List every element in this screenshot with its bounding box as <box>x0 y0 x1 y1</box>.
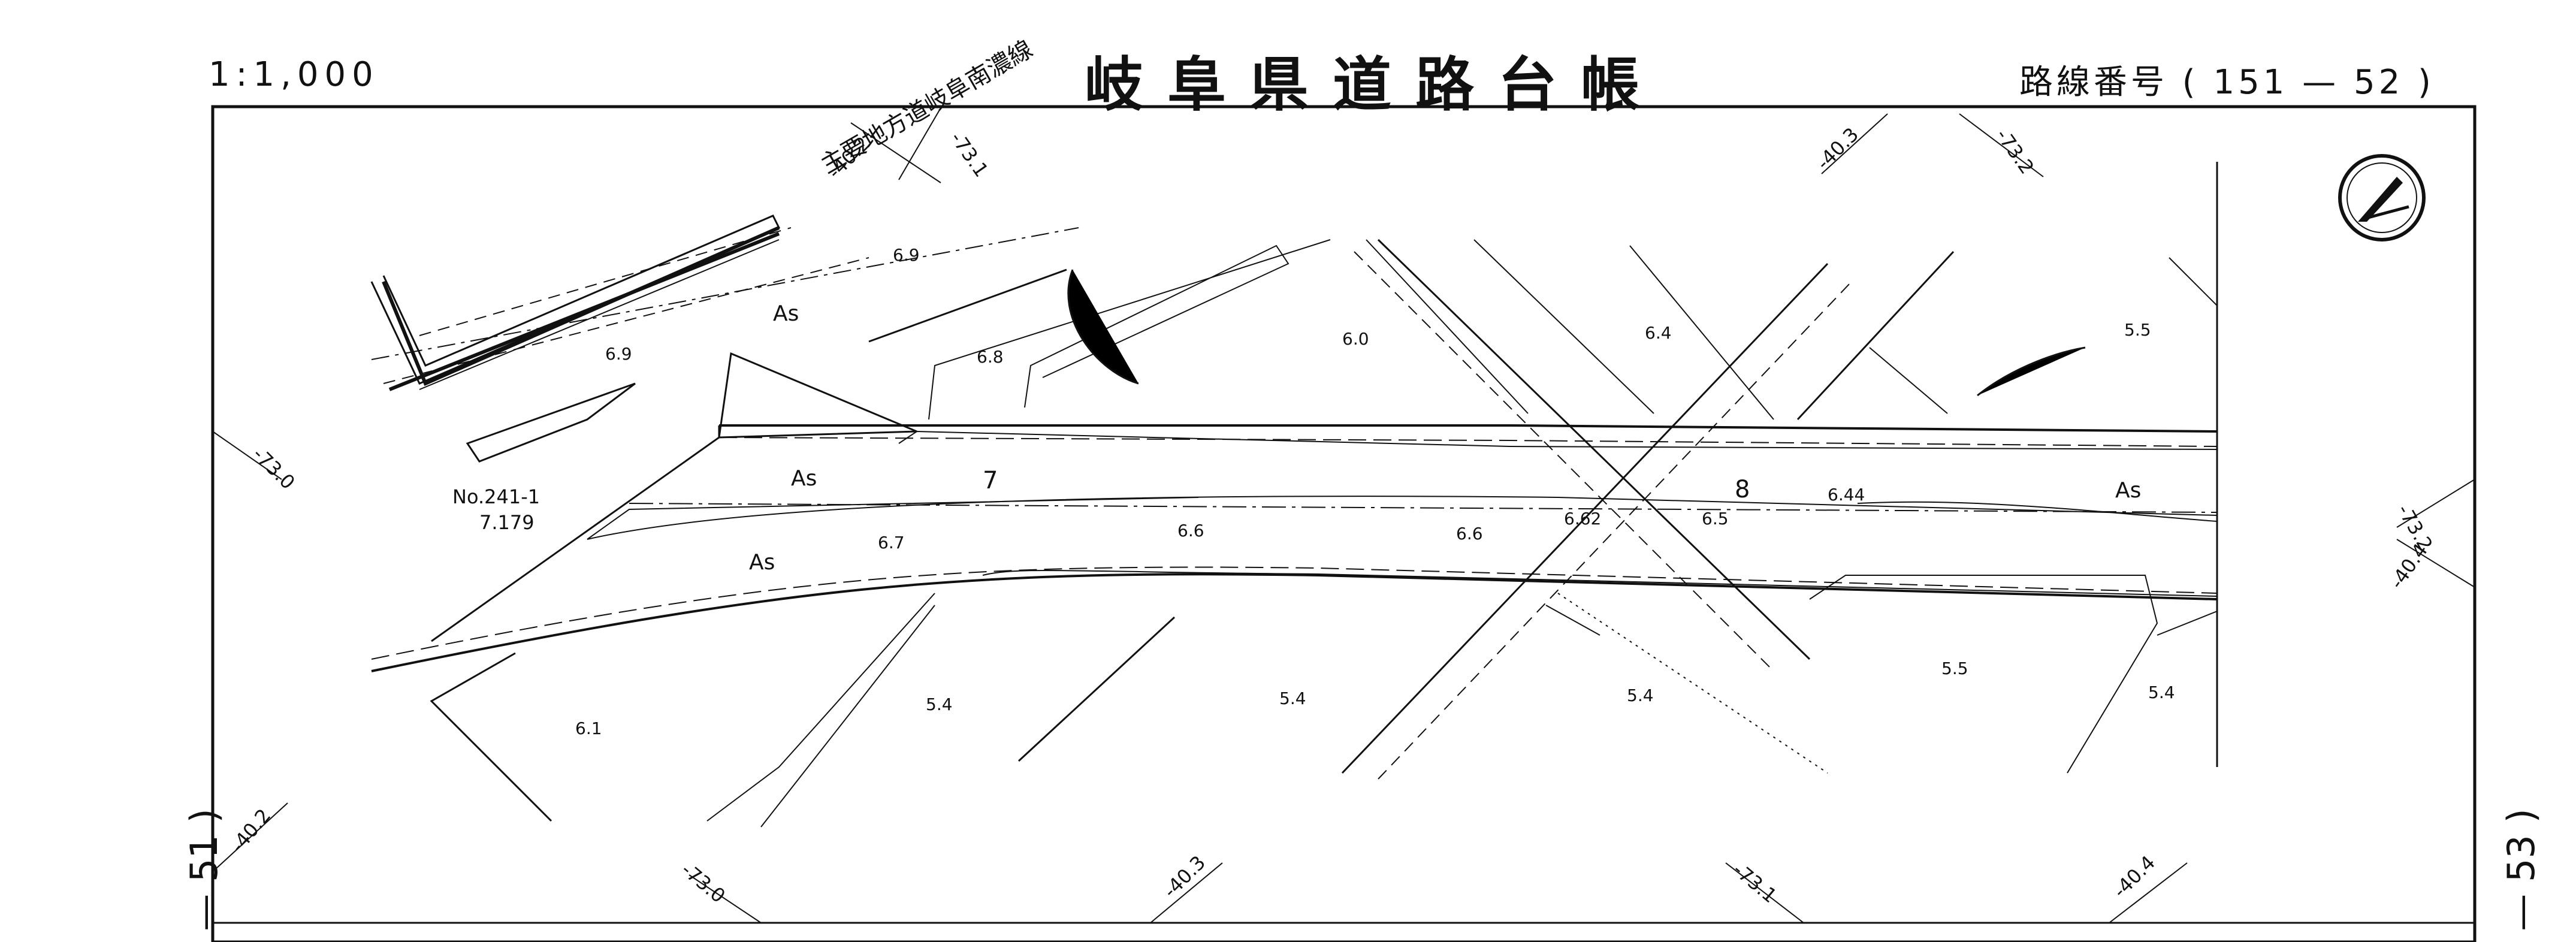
elevation-5: 6.4 <box>1645 323 1672 343</box>
surface-as-2: As <box>791 466 817 491</box>
north-arrow-icon <box>2338 154 2426 241</box>
grid-label-2: -73.1 <box>946 128 993 182</box>
surface-as-3: As <box>749 550 775 575</box>
elevation-12: 6.44 <box>1828 485 1865 505</box>
elevation-10: 6.62 <box>1564 509 1601 529</box>
map-scale: 1:1,000 <box>209 55 379 94</box>
elevation-17: 5.5 <box>1941 659 1968 678</box>
elevation-9: 6.6 <box>1456 524 1483 544</box>
elevation-13: 6.1 <box>575 718 602 738</box>
grid-label-5: -73.0 <box>248 443 299 494</box>
grid-label-3: -40.3 <box>1812 123 1863 174</box>
elevation-14: 5.4 <box>926 695 953 714</box>
grid-label-9: -73.0 <box>677 858 730 907</box>
surface-as-4: As <box>2115 478 2141 503</box>
slope-hatching <box>868 268 2086 762</box>
map-frame <box>211 105 2477 942</box>
elevation-18: 5.4 <box>2148 683 2175 702</box>
elevation-7: 6.7 <box>878 533 905 552</box>
map-labels: 主要地方道岐阜南濃線 7 8 As As As As No.241-1 7.17… <box>226 35 2437 908</box>
grid-label-4: -73.2 <box>1991 125 2039 179</box>
elevation-8: 6.6 <box>1177 521 1204 541</box>
map-linework <box>212 107 2475 923</box>
elevation-11: 6.5 <box>1702 509 1729 529</box>
grid-label-8: -40.2 <box>226 804 275 857</box>
elevation-3: 6.8 <box>977 347 1004 367</box>
station-7: 7 <box>983 467 998 494</box>
elevation-6: 5.5 <box>2124 320 2151 340</box>
elevation-16: 5.4 <box>1627 686 1654 705</box>
benchmark-label: No.241-1 <box>452 485 540 508</box>
surface-as-1: As <box>773 301 799 326</box>
route-number: 路線番号 ( 151 — 52 ) <box>2019 63 2435 102</box>
elevation-15: 5.4 <box>1279 689 1306 708</box>
station-8: 8 <box>1735 476 1750 503</box>
elevation-1: 6.9 <box>893 245 920 265</box>
elevation-2: 6.9 <box>605 344 632 364</box>
elevation-4: 6.0 <box>1342 329 1369 349</box>
benchmark-value: 7.179 <box>479 511 534 534</box>
grid-label-12: -40.4 <box>2109 851 2160 902</box>
